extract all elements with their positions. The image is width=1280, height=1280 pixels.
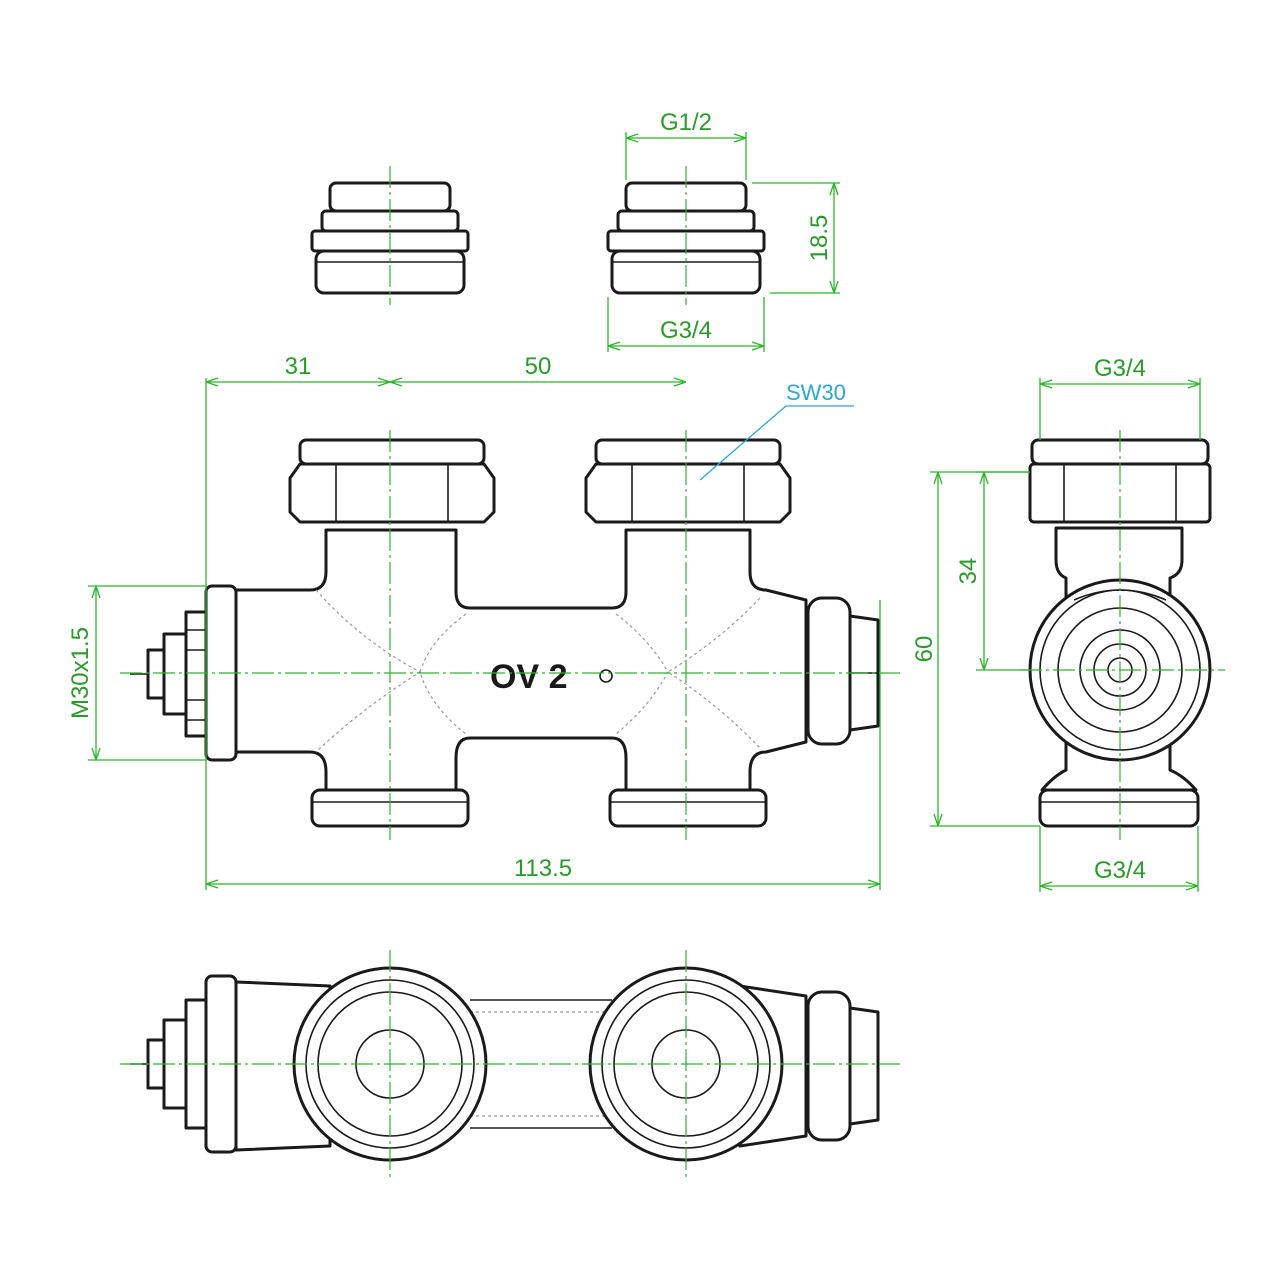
dim-adapter-thread-bottom: G3/4 bbox=[660, 317, 712, 344]
dim-top-thread-side: G3/4 bbox=[1094, 355, 1146, 382]
dim-overall-length: 113.5 bbox=[514, 855, 572, 882]
dim-side-thread: M30x1.5 bbox=[67, 627, 94, 719]
dim-spacing-left: 31 bbox=[285, 353, 312, 380]
dim-height: 60 bbox=[911, 636, 938, 663]
dim-spacing-center: 50 bbox=[525, 353, 552, 380]
top-view bbox=[130, 966, 880, 1162]
dim-axis-height: 34 bbox=[955, 558, 982, 585]
dim-bottom-thread-side: G3/4 bbox=[1094, 857, 1146, 884]
dim-adapter-height: 18.5 bbox=[806, 215, 833, 262]
dim-adapter-thread-top: G1/2 bbox=[660, 109, 712, 136]
center-lines bbox=[120, 166, 1225, 1178]
body-marking: OV 2 bbox=[490, 658, 567, 696]
leader-label: SW30 bbox=[786, 380, 846, 405]
front-view: OV 2 bbox=[130, 438, 880, 828]
dimensions: G1/2 18.5 G3/4 31 50 SW30 M30x1.5 bbox=[67, 109, 1201, 892]
